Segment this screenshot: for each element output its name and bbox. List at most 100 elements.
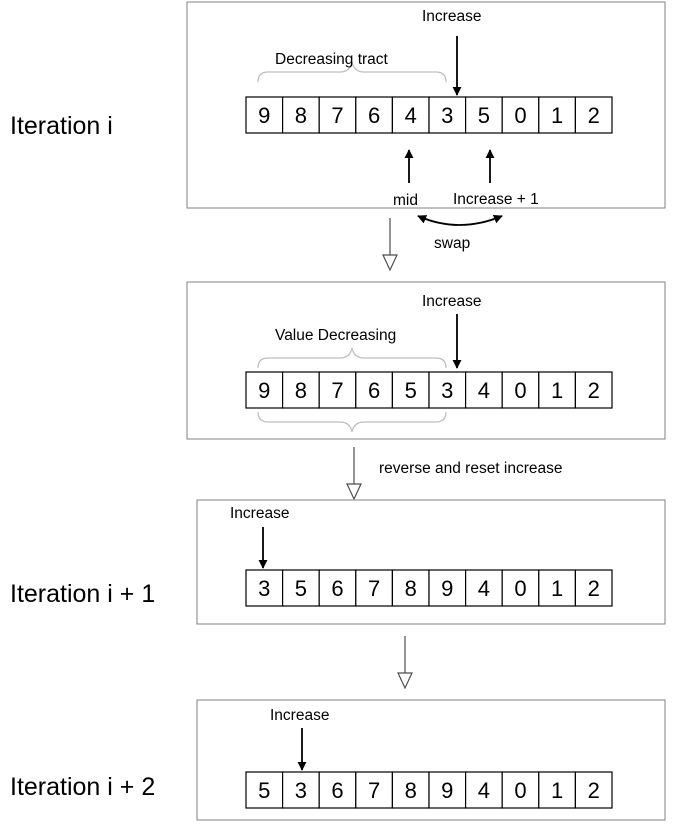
- array-cell: [538, 771, 576, 809]
- increase-plus-one-label: Increase + 1: [453, 191, 539, 208]
- array-cell: [574, 371, 613, 409]
- array-cell: [574, 771, 613, 809]
- array-cell-value: 1: [551, 576, 563, 601]
- array-cell: [355, 771, 393, 809]
- array-cell-value: 3: [441, 378, 453, 403]
- transition-arrow-2: reverse and reset increase: [346, 447, 563, 501]
- array-cell: [538, 371, 576, 409]
- increase-label: Increase: [270, 707, 329, 724]
- array-cell: [574, 96, 613, 134]
- array-cell: [428, 771, 467, 809]
- array-cell-value: 0: [514, 778, 526, 803]
- value-decreasing-top-brace: [257, 347, 447, 369]
- increase-label: Increase: [422, 8, 481, 25]
- array-cell: [318, 569, 357, 607]
- transition-label: reverse and reset increase: [379, 460, 563, 477]
- array-cell-value: 5: [478, 103, 490, 128]
- side-label: Iteration i + 2: [10, 773, 155, 801]
- array-cell: [245, 371, 284, 409]
- array-cell: [538, 569, 576, 607]
- swap-label: swap: [434, 235, 470, 252]
- array-cell: [465, 569, 503, 607]
- array-cell-value: 0: [514, 103, 526, 128]
- array-cell: [245, 771, 284, 809]
- side-label: Iteration i + 1: [10, 580, 155, 608]
- array-cell-value: 4: [478, 576, 490, 601]
- array-cell-value: 3: [258, 576, 270, 601]
- array-cell: [282, 771, 320, 809]
- array-cell: [245, 96, 284, 134]
- array-cell-value: 2: [588, 778, 600, 803]
- transition-arrow-1: [382, 218, 398, 272]
- brace-label: Decreasing tract: [275, 51, 389, 68]
- array-cell-value: 7: [331, 378, 343, 403]
- array-cell-value: 8: [405, 778, 417, 803]
- panel-frame: [186, 281, 666, 440]
- array-cell-value: 0: [514, 378, 526, 403]
- array-cell-value: 4: [478, 778, 490, 803]
- array-cell-value: 1: [551, 378, 563, 403]
- array-cell: [501, 371, 540, 409]
- array-cell-value: 8: [405, 576, 417, 601]
- array-cell: [318, 371, 357, 409]
- array-cell-value: 8: [295, 378, 307, 403]
- array-cell-value: 5: [258, 778, 270, 803]
- array-cell: [355, 371, 393, 409]
- array-cell: [391, 771, 430, 809]
- array-cell: [355, 96, 393, 134]
- increase-label: Increase: [422, 293, 481, 310]
- array-cell-value: 0: [514, 576, 526, 601]
- array-cell-value: 4: [478, 378, 490, 403]
- array-cell: [501, 96, 540, 134]
- array-cell-value: 3: [441, 103, 453, 128]
- array-cell-value: 6: [368, 103, 380, 128]
- decreasing-tract-brace: [257, 61, 447, 83]
- array-cell: [465, 96, 503, 134]
- array-cell: [318, 771, 357, 809]
- mid-label: mid: [393, 192, 418, 209]
- array-cell-value: 2: [588, 103, 600, 128]
- array-cell: [574, 569, 613, 607]
- transition-arrow-3: [397, 636, 413, 690]
- array-cell: [282, 96, 320, 134]
- increase-label: Increase: [230, 505, 289, 522]
- array-cell-value: 7: [368, 778, 380, 803]
- array-cell-value: 2: [588, 378, 600, 403]
- array-cell-value: 5: [295, 576, 307, 601]
- array-cell: [428, 371, 467, 409]
- array-cell-value: 9: [258, 103, 270, 128]
- array-cell-value: 9: [441, 778, 453, 803]
- array-cell: [428, 96, 467, 134]
- array-cell: [538, 96, 576, 134]
- array-cell-value: 1: [551, 103, 563, 128]
- array-cell-value: 6: [331, 778, 343, 803]
- value-decreasing-bottom-brace: [257, 411, 447, 433]
- array-cell-value: 6: [368, 378, 380, 403]
- array-cell-value: 3: [295, 778, 307, 803]
- array-cell-value: 8: [295, 103, 307, 128]
- array-cell: [465, 771, 503, 809]
- array-cell-value: 9: [441, 576, 453, 601]
- array-cell-value: 6: [331, 576, 343, 601]
- array-cell: [465, 371, 503, 409]
- array-cell: [501, 771, 540, 809]
- array-cell-value: 7: [331, 103, 343, 128]
- brace-label: Value Decreasing: [275, 327, 396, 344]
- array-cell: [355, 569, 393, 607]
- array-cell-value: 2: [588, 576, 600, 601]
- array-cell-value: 9: [258, 378, 270, 403]
- array-cell: [391, 96, 430, 134]
- swap-arrow: [417, 214, 503, 226]
- array-cell-value: 5: [405, 378, 417, 403]
- array-cell-value: 4: [405, 103, 417, 128]
- array-cell-value: 1: [551, 778, 563, 803]
- side-label: Iteration i: [10, 112, 113, 140]
